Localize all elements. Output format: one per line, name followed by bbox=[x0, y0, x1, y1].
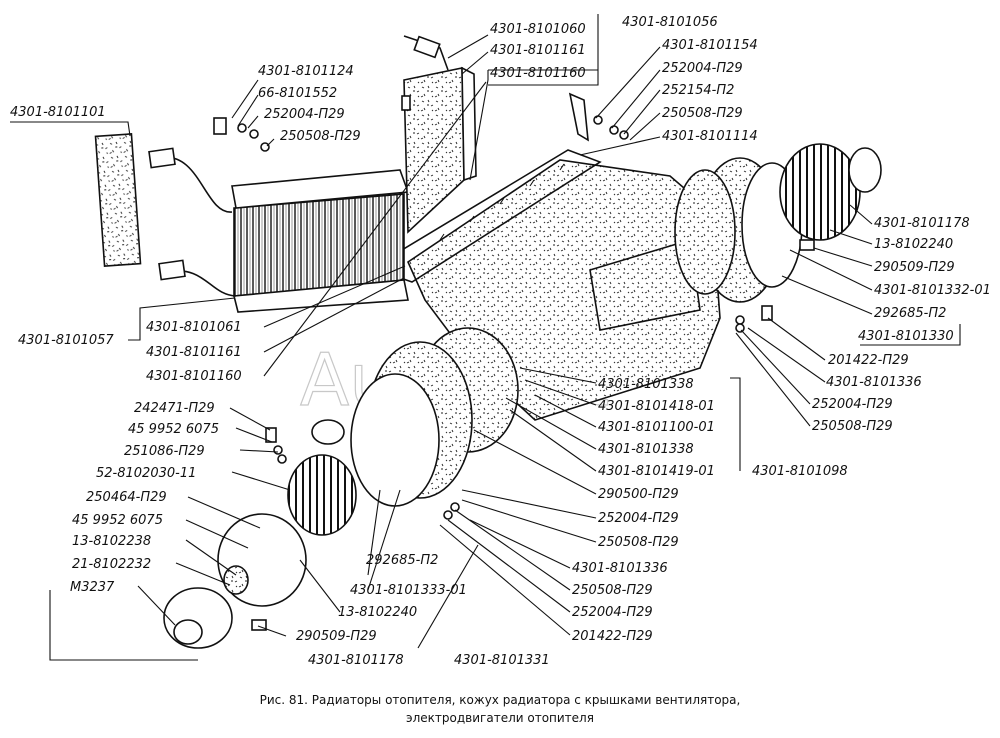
label-290500-P29: 290500-П29 bbox=[598, 487, 679, 502]
label-250464-P29: 250464-П29 bbox=[86, 490, 167, 505]
seal-plate bbox=[94, 133, 142, 267]
label-4301-8101114: 4301-8101114 bbox=[662, 129, 758, 144]
label-251086-P29: 251086-П29 bbox=[124, 444, 205, 459]
label-290509-P29-a: 290509-П29 bbox=[874, 260, 955, 275]
label-4301-8101160-b: 4301-8101160 bbox=[146, 369, 242, 384]
label-250508-P29-a: 250508-П29 bbox=[280, 129, 361, 144]
lower-fan-assembly bbox=[163, 327, 519, 649]
label-4301-8101154: 4301-8101154 bbox=[662, 38, 758, 53]
part-labels: 4301-8101101 4301-8101124 66-8101552 252… bbox=[10, 15, 991, 668]
label-13-8102238: 13-8102238 bbox=[72, 534, 151, 549]
label-252004-P29-e: 252004-П29 bbox=[572, 605, 653, 620]
label-4301-8101333-01: 4301-8101333-01 bbox=[350, 583, 467, 598]
label-21-8102232: 21-8102232 bbox=[72, 557, 151, 572]
label-252004-P29-d: 252004-П29 bbox=[598, 511, 679, 526]
label-4301-8101161-b: 4301-8101161 bbox=[146, 345, 242, 360]
label-4301-8101178-a: 4301-8101178 bbox=[874, 216, 970, 231]
label-252004-P29-c: 252004-П29 bbox=[812, 397, 893, 412]
label-4301-8101100-01: 4301-8101100-01 bbox=[598, 420, 715, 435]
label-250508-P29-d: 250508-П29 bbox=[598, 535, 679, 550]
label-4301-8101330: 4301-8101330 bbox=[858, 329, 954, 344]
label-201422-P29-a: 201422-П29 bbox=[828, 353, 909, 368]
label-250508-P29-e: 250508-П29 bbox=[572, 583, 653, 598]
label-252004-P29-a: 252004-П29 bbox=[264, 107, 345, 122]
label-292685-P2-a: 292685-П2 bbox=[874, 306, 946, 321]
label-M3237: М3237 bbox=[70, 580, 115, 595]
label-4301-8101338-a: 4301-8101338 bbox=[598, 377, 694, 392]
label-4301-8101057: 4301-8101057 bbox=[18, 333, 114, 348]
label-4301-8101098: 4301-8101098 bbox=[752, 464, 848, 479]
label-4301-8101124: 4301-8101124 bbox=[258, 64, 354, 79]
label-4301-8101160-a: 4301-8101160 bbox=[490, 66, 586, 81]
hardware-parts bbox=[213, 92, 815, 631]
label-252154-P2: 252154-П2 bbox=[662, 83, 734, 98]
label-4301-8101336-b: 4301-8101336 bbox=[572, 561, 668, 576]
label-13-8102240-a: 13-8102240 bbox=[874, 237, 953, 252]
label-4301-8101338-b: 4301-8101338 bbox=[598, 442, 694, 457]
label-4301-8101161-a: 4301-8101161 bbox=[490, 43, 586, 58]
label-4301-8101331: 4301-8101331 bbox=[454, 653, 550, 668]
label-250508-P29-c: 250508-П29 bbox=[812, 419, 893, 434]
label-290509-P29-b: 290509-П29 bbox=[296, 629, 377, 644]
caption-line-1: Рис. 81. Радиаторы отопителя, кожух ради… bbox=[260, 693, 741, 707]
upper-radiator bbox=[401, 35, 477, 234]
label-4301-8101419-01: 4301-8101419-01 bbox=[598, 464, 715, 479]
label-4301-8101060: 4301-8101060 bbox=[490, 22, 586, 37]
label-4301-8101061: 4301-8101061 bbox=[146, 320, 242, 335]
label-4301-8101056: 4301-8101056 bbox=[622, 15, 718, 30]
label-66-8101552: 66-8101552 bbox=[258, 86, 337, 101]
label-52-8102030-11: 52-8102030-11 bbox=[96, 466, 196, 481]
label-13-8102240-b: 13-8102240 bbox=[338, 605, 417, 620]
label-4301-8101178-b: 4301-8101178 bbox=[308, 653, 404, 668]
caption-line-2: электродвигатели отопителя bbox=[406, 711, 594, 725]
label-45-9952-6075-b: 45 9952 6075 bbox=[72, 513, 163, 528]
figure-caption: Рис. 81. Радиаторы отопителя, кожух ради… bbox=[260, 693, 741, 725]
label-292685-P2-b: 292685-П2 bbox=[366, 553, 438, 568]
label-252004-P29-b: 252004-П29 bbox=[662, 61, 743, 76]
right-fan-assembly bbox=[674, 143, 882, 303]
label-4301-8101101: 4301-8101101 bbox=[10, 105, 106, 120]
left-radiator bbox=[148, 147, 410, 313]
leader-lines bbox=[10, 14, 961, 661]
label-4301-8101418-01: 4301-8101418-01 bbox=[598, 399, 715, 414]
label-250508-P29-b: 250508-П29 bbox=[662, 106, 743, 121]
label-4301-8101336-a: 4301-8101336 bbox=[826, 375, 922, 390]
label-45-9952-6075-a: 45 9952 6075 bbox=[128, 422, 219, 437]
label-242471-P29: 242471-П29 bbox=[134, 401, 215, 416]
label-201422-P29-b: 201422-П29 bbox=[572, 629, 653, 644]
label-4301-8101332-01: 4301-8101332-01 bbox=[874, 283, 991, 298]
